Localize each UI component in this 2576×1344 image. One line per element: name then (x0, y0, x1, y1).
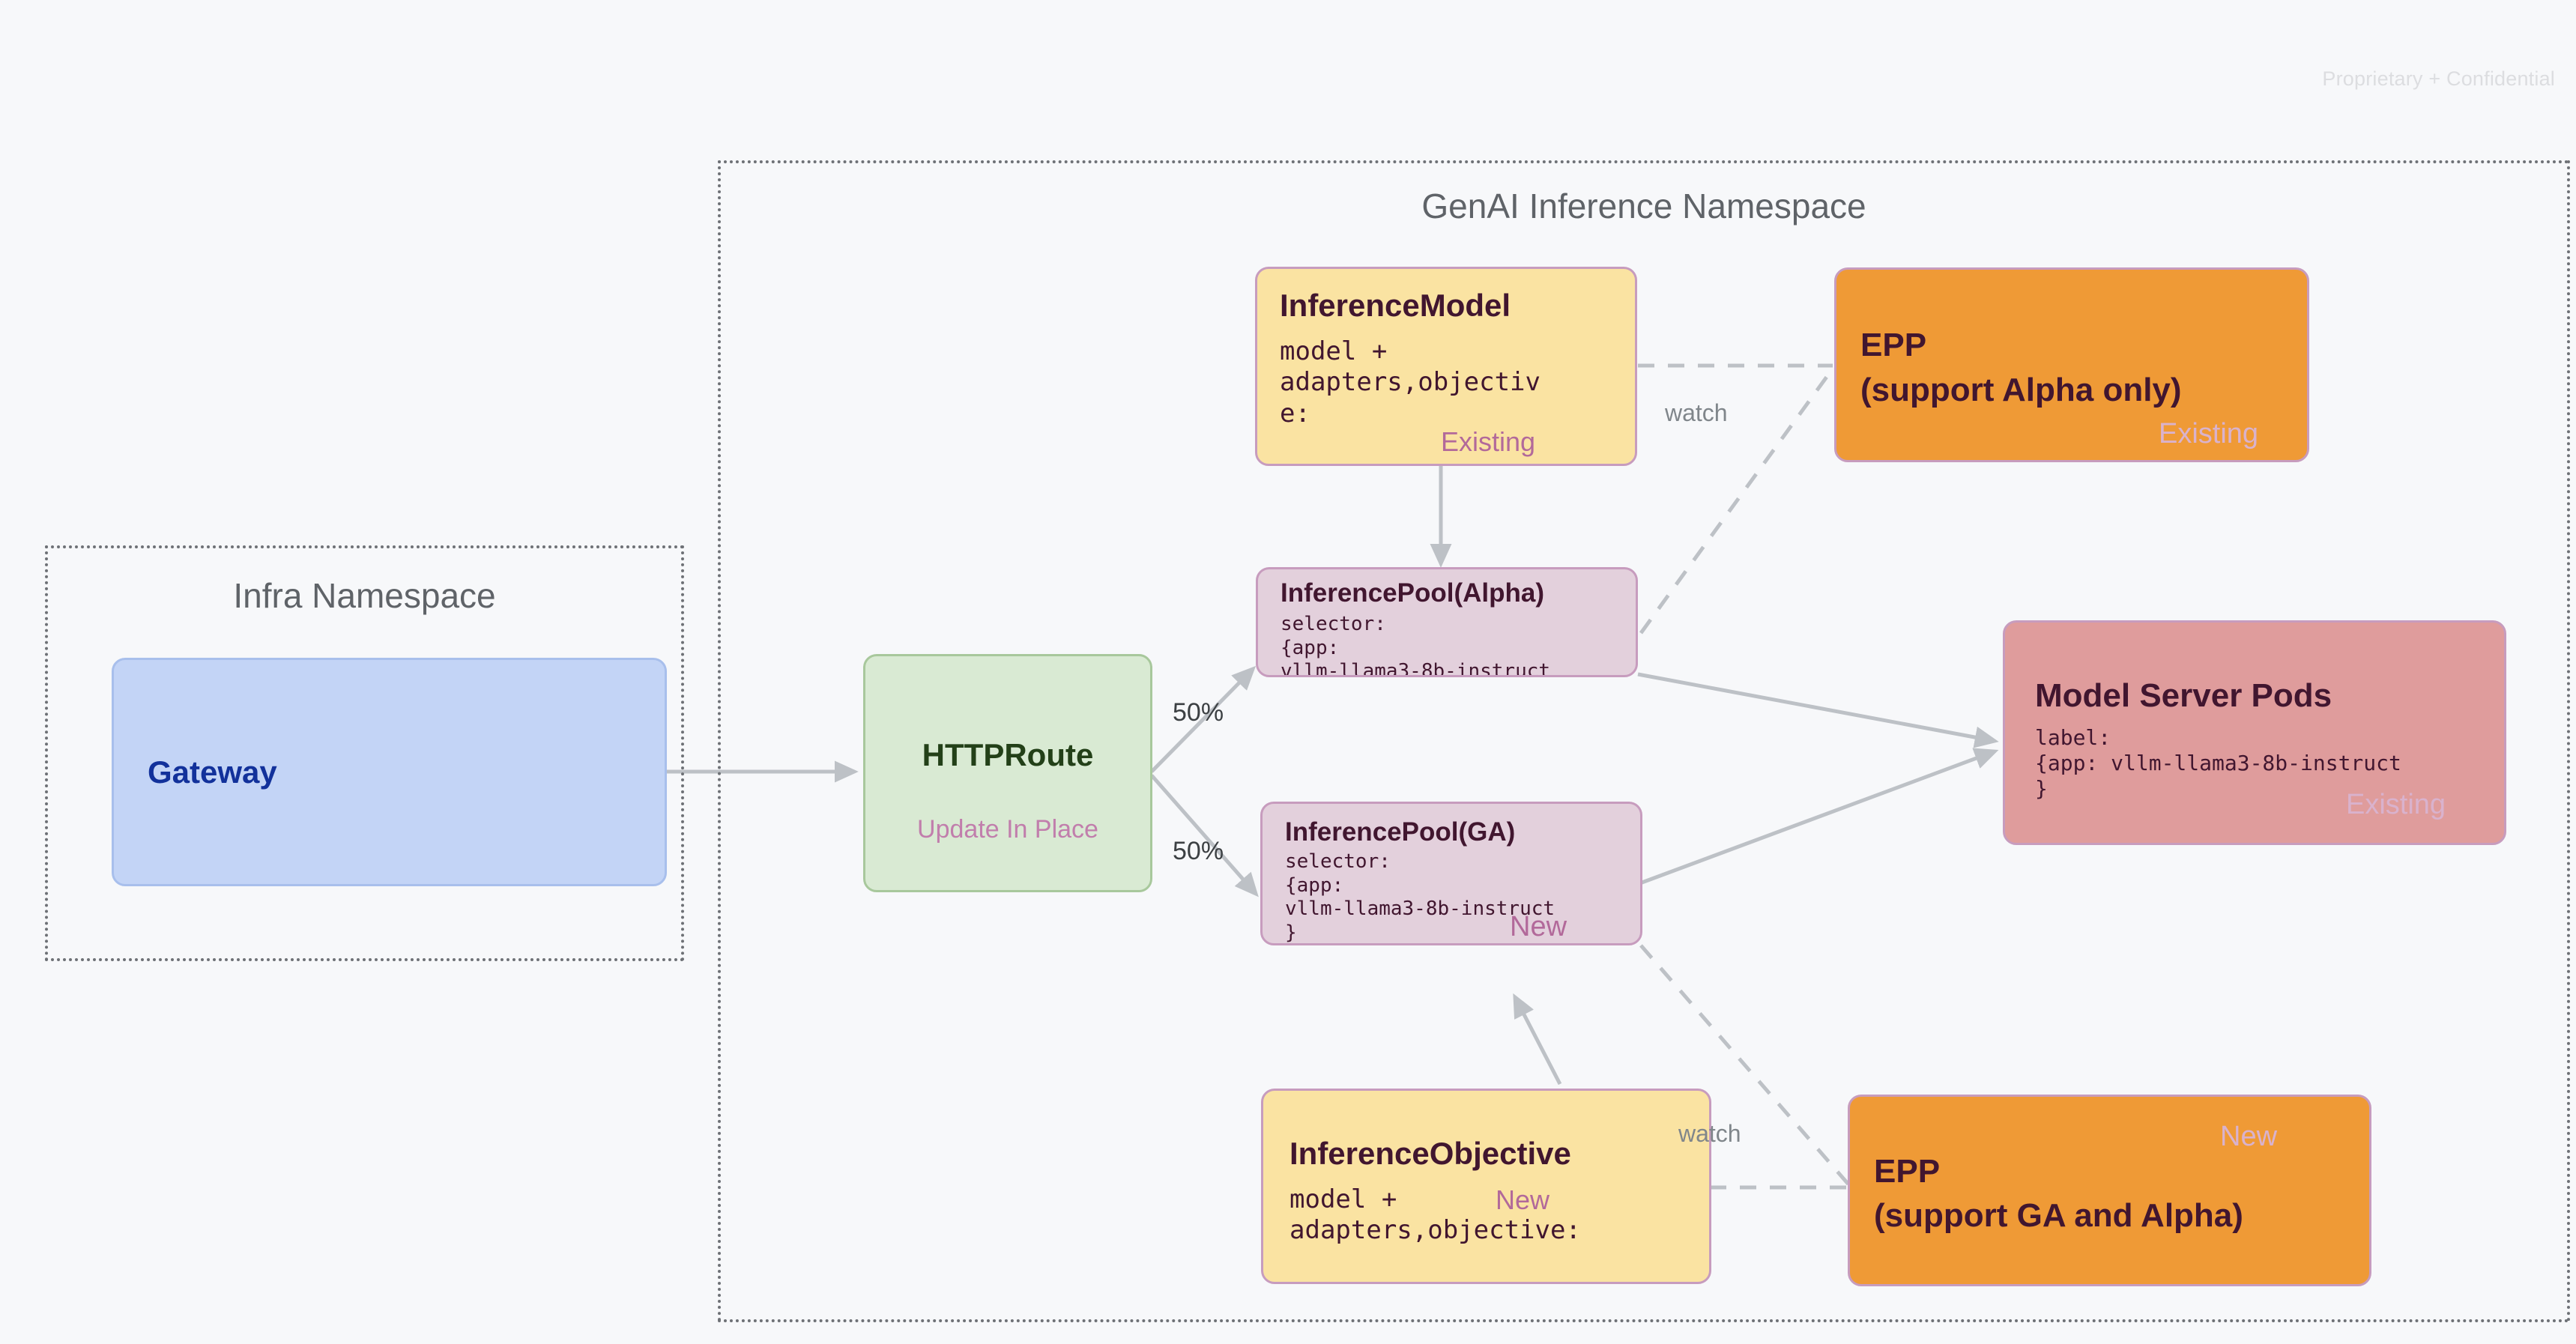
epp-ga-title-line2: (support GA and Alpha) (1874, 1197, 2243, 1234)
node-inferencepool-alpha[interactable]: InferencePool(Alpha) selector: {app: vll… (1256, 567, 1638, 677)
inferencemodel-status-badge: Existing (1441, 426, 1536, 457)
node-model-server-pods[interactable]: Model Server Pods label: {app: vllm-llam… (2003, 620, 2506, 845)
node-inferenceobjective[interactable]: InferenceObjective model + adapters,obje… (1261, 1089, 1711, 1284)
edge-label-split-bottom: 50% (1173, 837, 1224, 865)
edge-label-watch-top: watch (1665, 399, 1728, 426)
epp-alpha-title-line1: EPP (1860, 327, 1927, 363)
epp-alpha-status-badge: Existing (2159, 418, 2259, 449)
inferencemodel-title: InferenceModel (1280, 288, 1511, 323)
inferenceobjective-title: InferenceObjective (1289, 1136, 1571, 1171)
confidential-notice: Proprietary + Confidential (2322, 67, 2555, 90)
inferenceobjective-status-badge: New (1496, 1184, 1550, 1215)
epp-ga-status-badge: New (2220, 1121, 2278, 1152)
epp-alpha-title-line2: (support Alpha only) (1860, 372, 2182, 408)
genai-namespace-title: GenAI Inference Namespace (1421, 187, 1866, 225)
epp-ga-title-line1: EPP (1874, 1153, 1941, 1190)
inferencepool-alpha-title: InferencePool(Alpha) (1281, 578, 1544, 608)
inferencepool-ga-title: InferencePool(GA) (1285, 817, 1516, 847)
infra-namespace-box (45, 545, 684, 961)
httproute-title: HTTPRoute (922, 737, 1094, 772)
inferencepool-ga-status-badge: New (1510, 911, 1567, 942)
model-server-pods-code: label: {app: vllm-llama3-8b-instruct } (2035, 725, 2401, 802)
infra-namespace-title: Infra Namespace (233, 576, 496, 615)
node-epp-alpha[interactable]: EPP (support Alpha only) Existing (1834, 267, 2309, 462)
model-server-pods-status-badge: Existing (2346, 789, 2446, 820)
inferenceobjective-code: model + adapters,objective: (1289, 1184, 1581, 1246)
model-server-pods-title: Model Server Pods (2035, 677, 2332, 714)
inferencepool-ga-code: selector: {app: vllm-llama3-8b-instruct … (1285, 850, 1555, 945)
node-inferencepool-ga[interactable]: InferencePool(GA) selector: {app: vllm-l… (1260, 802, 1642, 945)
httproute-subtitle: Update In Place (917, 815, 1098, 844)
edge-label-watch-bottom: watch (1678, 1120, 1741, 1147)
node-epp-ga[interactable]: EPP (support GA and Alpha) New (1848, 1095, 2371, 1286)
edge-label-split-top: 50% (1173, 698, 1224, 727)
inferencepool-alpha-code: selector: {app: vllm-llama3-8b-instruct … (1281, 613, 1551, 677)
inferencemodel-code: model + adapters,objectiv e: (1280, 336, 1541, 429)
genai-namespace-box (718, 160, 2570, 1322)
node-httproute[interactable]: HTTPRoute Update In Place (863, 654, 1152, 892)
node-inferencemodel[interactable]: InferenceModel model + adapters,objectiv… (1255, 267, 1637, 466)
node-gateway[interactable]: Gateway (112, 658, 667, 886)
gateway-title: Gateway (148, 754, 277, 790)
